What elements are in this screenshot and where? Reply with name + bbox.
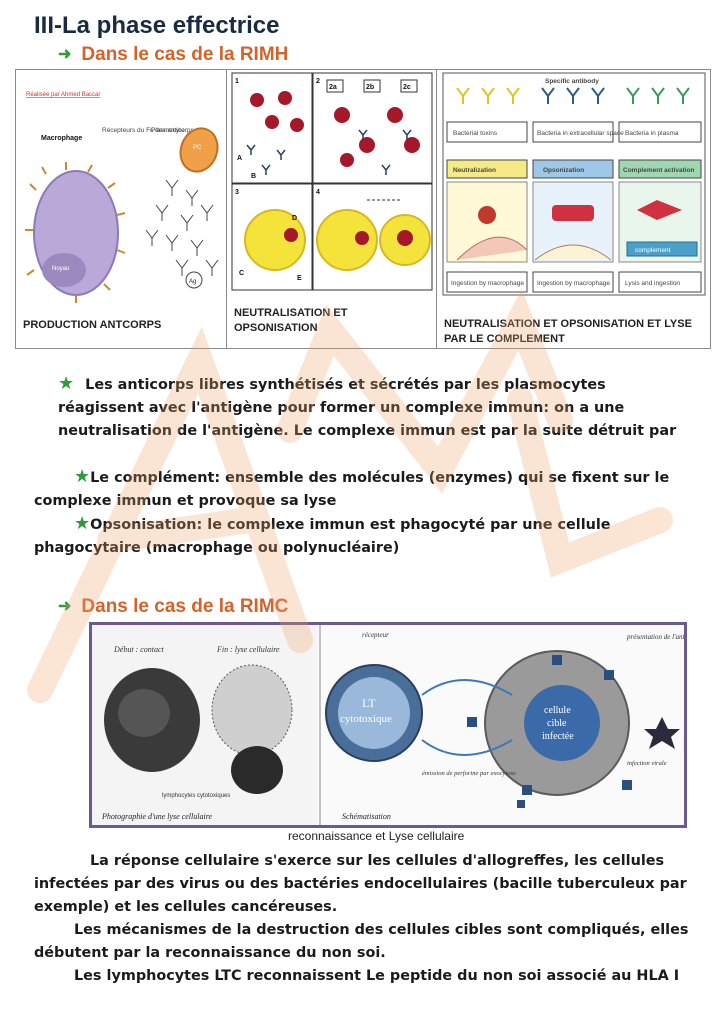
col3-top: Bacteria in plasma	[625, 130, 679, 137]
neutralisation-opsonisation-illustration: 1 2 3 4 2a 2b 2c A B	[231, 72, 433, 291]
paragraph-mecanismes: Les mécanismes de la destruction des cel…	[34, 922, 689, 961]
box-2-number: 2	[316, 78, 320, 85]
paragraph-anticorps-text: Les anticorps libres synthétisés et sécr…	[58, 377, 677, 439]
lymphocyte-photo	[231, 746, 283, 794]
paragraph-complement-text: Le complément: ensemble des molécules (e…	[34, 470, 670, 509]
antigen-complex	[185, 271, 203, 289]
plasmocyte-cell	[179, 127, 219, 173]
figure-rimc-caption: reconnaissance et Lyse cellulaire	[288, 829, 465, 843]
antigens-red	[250, 91, 420, 167]
phagocyte-4a	[316, 209, 378, 271]
lymphocytes-label: lymphocytes cytotoxiques	[162, 793, 230, 799]
col1-bot: Ingestion by macrophage	[451, 280, 524, 287]
page-title: III-La phase effectrice	[34, 12, 280, 39]
label-E: E	[297, 275, 302, 282]
section-heading-rimc-text: Dans le cas de la RIMC	[81, 596, 289, 617]
complement-label: complement	[635, 247, 671, 254]
macrophage-nucleus	[42, 253, 86, 287]
arrow-right-icon: ➜	[58, 46, 72, 63]
sub-2c: 2c	[403, 84, 411, 91]
infection-label: infection virale	[627, 760, 667, 767]
presentation-label: présentation de l'antigène	[626, 633, 684, 641]
section-heading-rimh-text: Dans le cas de la RIMH	[81, 44, 289, 65]
section-heading-rimc: ➜ Dans le cas de la RIMC	[58, 596, 288, 618]
pc-label: PC	[193, 145, 202, 151]
panel-production-anticorps: Réalisée par Ahmed Baccar Macrophage Noy…	[16, 70, 227, 348]
col3-bot: Lysis and ingestion	[625, 280, 680, 287]
panel-neutralisation-opsonisation: 1 2 3 4 2a 2b 2c A B	[227, 70, 437, 348]
panel-complement: Specific antibody Bacterial toxins Bacte…	[437, 70, 710, 348]
col2-top: Bacteria in extracellular space	[537, 130, 624, 137]
col2-mid: Opsonization	[543, 167, 584, 174]
antigen-markers	[467, 655, 632, 808]
cible-label-3: infectée	[542, 731, 574, 742]
photo-caption: Photographie d'une lyse cellulaire	[101, 812, 213, 821]
paragraph-opsonisation-text: Opsonisation: le complexe immun est phag…	[34, 517, 611, 556]
paragraph-reponse-cellulaire: La réponse cellulaire s'exerce sur les c…	[34, 853, 687, 915]
star-icon: ★	[74, 466, 91, 487]
paragraph-ltc: Les lymphocytes LTC reconnaissent Le pep…	[74, 968, 680, 984]
star-icon: ★	[58, 373, 75, 394]
antibody-row	[456, 87, 690, 104]
receptor-label: récepteur	[362, 631, 389, 639]
fc-receptors	[25, 162, 126, 303]
specific-antibody-label: Specific antibody	[545, 78, 599, 85]
phagocyte-3	[244, 209, 306, 271]
arrow-right-icon: ➜	[58, 598, 72, 615]
cell-lysis-illustration: Début : contact Fin : lyse cellulaire ly…	[92, 625, 684, 825]
box-4-number: 4	[316, 189, 320, 196]
lt-label-1: LT	[362, 696, 376, 710]
virus-star	[644, 717, 680, 749]
lt-label-2: cytotoxique	[340, 713, 392, 725]
credit-label: Réalisée par Ahmed Baccar	[26, 92, 100, 98]
complement-illustration: Specific antibody Bacterial toxins Bacte…	[442, 72, 706, 296]
recognition-arrow	[421, 679, 513, 696]
paragraph-complement: ★Le complément: ensemble des molécules (…	[34, 465, 689, 513]
col1-top: Bacterial toxins	[453, 130, 498, 137]
panel2-caption: NEUTRALISATION ET OPSONISATION	[234, 307, 348, 334]
label-D: D	[292, 215, 297, 222]
antibody-production-illustration: Réalisée par Ahmed Baccar Macrophage Noy…	[25, 92, 219, 303]
box-1-number: 1	[235, 78, 239, 85]
schema-caption: Schématisation	[342, 812, 391, 821]
perforine-label: émission de perforine par exocytose	[422, 770, 516, 777]
col1-mid: Neutralization	[453, 167, 496, 174]
label-A: A	[237, 155, 242, 162]
section-heading-rimh: ➜ Dans le cas de la RIMH	[58, 44, 288, 66]
cible-label-1: cellule	[544, 705, 571, 716]
figure-rimh: Réalisée par Ahmed Baccar Macrophage Noy…	[15, 69, 711, 349]
panel3-caption: NEUTRALISATION ET OPSONISATION ET LYSE P…	[444, 318, 692, 345]
col2-bot: Ingestion by macrophage	[537, 280, 610, 287]
figure-rimc: Début : contact Fin : lyse cellulaire ly…	[89, 622, 687, 828]
photo-start-label: Début : contact	[113, 645, 165, 654]
sub-2b: 2b	[366, 84, 374, 91]
star-icon: ★	[74, 513, 91, 534]
ag-label: Ag	[189, 279, 196, 285]
photo-end-label: Fin : lyse cellulaire	[216, 645, 280, 654]
free-antibodies	[145, 179, 219, 276]
panel1-caption: PRODUCTION ANTCORPS	[23, 319, 162, 331]
cible-label-2: cible	[547, 718, 567, 729]
paragraph-anticorps: ★ Les anticorps libres synthétisés et sé…	[58, 372, 688, 443]
box-3-number: 3	[235, 189, 239, 196]
plasmocyte-label: Plasmocyte	[151, 127, 185, 134]
macrophage-label: Macrophage	[41, 135, 82, 142]
sub-2a: 2a	[329, 84, 337, 91]
receptors-label: Récepteurs du Fc des anticorps	[102, 127, 195, 134]
col3-mid: Complement activation	[623, 167, 695, 174]
label-C: C	[239, 270, 244, 277]
paragraph-opsonisation: ★Opsonisation: le complexe immun est pha…	[34, 512, 689, 560]
label-B: B	[251, 173, 256, 180]
nucleus-label: Noyau	[52, 266, 69, 272]
cell-photo-end	[211, 664, 293, 756]
antibodies-blue	[246, 129, 412, 175]
